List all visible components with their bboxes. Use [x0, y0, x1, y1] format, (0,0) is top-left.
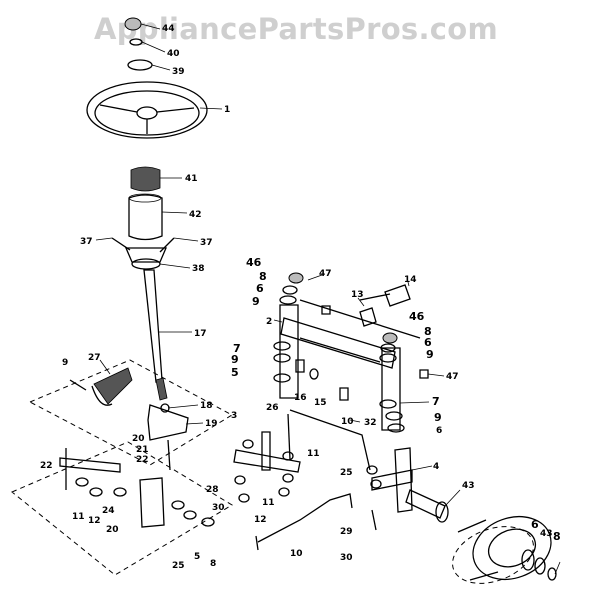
callout-9-c: 9	[426, 348, 434, 361]
hub-washers	[521, 549, 557, 581]
tie-rod-10	[255, 493, 353, 551]
callout-30-b: 30	[340, 553, 353, 563]
callout-41: 41	[185, 174, 198, 184]
lower-washers	[75, 477, 215, 527]
callout-8-c: 8	[424, 325, 432, 338]
spindle-left-3	[233, 431, 301, 473]
axle-beam	[280, 299, 421, 369]
callout-9-a: 9	[252, 295, 260, 308]
callout-24: 24	[102, 506, 115, 516]
callout-7-b: 7	[432, 395, 440, 408]
callout-7-a: 7	[233, 342, 241, 355]
callout-43-a: 43	[462, 481, 475, 491]
callout-15: 15	[314, 398, 327, 408]
callout-12-b: 12	[254, 515, 267, 525]
callout-8-d: 8	[553, 530, 561, 543]
callout-14: 14	[404, 275, 417, 285]
enclosure-steering-gear	[28, 359, 234, 466]
callout-44-top: 44	[162, 24, 175, 34]
callout-9-d: 9	[434, 411, 442, 424]
callout-9-b: 9	[231, 353, 239, 366]
callout-13: 13	[351, 290, 364, 300]
callout-37-right: 37	[200, 238, 213, 248]
callout-19: 19	[205, 419, 218, 429]
callout-39: 39	[172, 67, 185, 77]
callout-8-a: 8	[210, 559, 216, 569]
callout-10-b: 10	[290, 549, 303, 559]
callout-8-b: 8	[259, 270, 267, 283]
callout-10-a: 10	[341, 417, 354, 427]
front-tire	[452, 516, 552, 584]
callout-25-a: 25	[172, 561, 185, 571]
callout-6-d: 6	[531, 518, 539, 531]
washer-stack-right	[379, 332, 405, 433]
callout-5-b: 5	[231, 366, 239, 379]
watermark-text: AppliancePartsPros.com	[93, 12, 499, 46]
grease-fittings	[295, 305, 429, 401]
callout-43-b: 43	[540, 529, 553, 539]
spindle-bolt-14	[359, 284, 411, 307]
axle-pivot-left	[279, 304, 299, 399]
callout-3: 3	[231, 411, 237, 421]
callout-17: 17	[194, 329, 207, 339]
callout-26: 26	[266, 403, 279, 413]
leader-lines	[95, 23, 561, 575]
sector-gear	[91, 367, 133, 406]
steering-shaft	[143, 269, 168, 401]
bolt-37-left	[111, 237, 131, 251]
callout-12-a: 12	[88, 516, 101, 526]
pitman-arm	[147, 403, 189, 441]
callout-25-b: 25	[340, 468, 353, 478]
callout-28: 28	[206, 485, 219, 495]
callout-29: 29	[340, 527, 353, 537]
callout-labels: 44 40 39 1 41 42 37 37 38 17 9 27 18 19 …	[40, 24, 561, 571]
callout-20-b: 20	[106, 525, 119, 535]
callout-40: 40	[167, 49, 180, 59]
callout-11-b: 11	[307, 449, 320, 459]
callout-20-a: 20	[132, 434, 145, 444]
callout-4: 4	[433, 462, 439, 472]
callout-5-a: 5	[194, 552, 200, 562]
drag-pin	[167, 439, 171, 471]
mounting-bracket	[59, 448, 165, 528]
callout-27: 27	[88, 353, 101, 363]
callout-2: 2	[266, 317, 272, 327]
screw-9	[69, 379, 87, 391]
callout-22-b: 22	[40, 461, 53, 471]
callout-32: 32	[364, 418, 377, 428]
callout-1: 1	[224, 105, 230, 115]
callout-18: 18	[200, 401, 213, 411]
steering-wheel	[86, 81, 208, 139]
callout-46-b: 46	[409, 310, 425, 323]
callout-9-left: 9	[62, 358, 68, 368]
wheel-axle-stub	[405, 489, 449, 523]
callout-47-a: 47	[319, 269, 332, 279]
callout-30-a: 30	[212, 503, 225, 513]
callout-6-b: 6	[424, 336, 432, 349]
callout-37-left: 37	[80, 237, 93, 247]
steering-sleeve	[128, 193, 163, 241]
pivot-bushing-13	[359, 307, 377, 327]
callout-42: 42	[189, 210, 202, 220]
callout-21: 21	[136, 445, 149, 455]
callout-6-c: 6	[436, 426, 442, 436]
callout-38: 38	[192, 264, 205, 274]
callout-11-a: 11	[72, 512, 85, 522]
callout-22-a: 22	[136, 455, 149, 465]
steering-adapter	[130, 166, 161, 192]
enclosure-lower-bracket	[11, 441, 233, 576]
washer-stack-left	[273, 272, 304, 383]
callout-46-a: 46	[246, 256, 262, 269]
callout-47-b: 47	[446, 372, 459, 382]
small-hardware	[234, 439, 382, 531]
axle-pivot-right	[381, 347, 401, 431]
callout-6-a: 6	[256, 282, 264, 295]
drag-link-32	[287, 409, 371, 471]
bolt-37-right	[159, 237, 175, 253]
callout-11-c: 11	[262, 498, 275, 508]
callout-16: 16	[294, 393, 307, 403]
